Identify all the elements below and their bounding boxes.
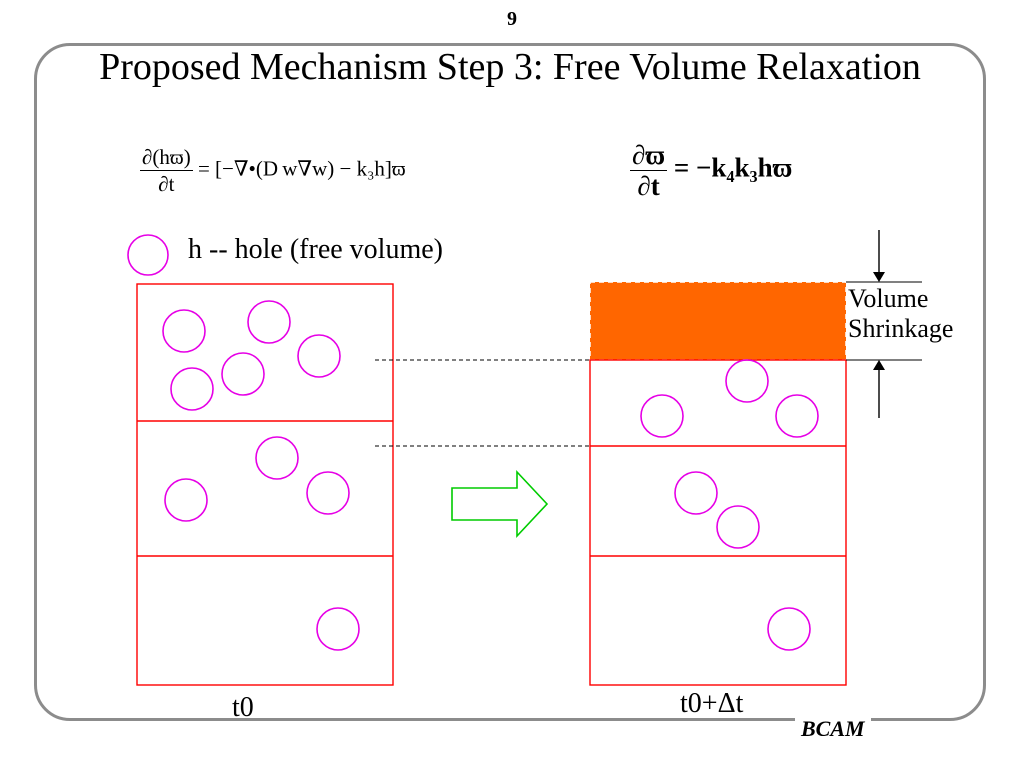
hole-circle [297,334,341,378]
volume-shrinkage-line2: Shrinkage [848,314,954,343]
equation-left-fraction: ∂(hϖ) ∂t [140,144,193,197]
slide-frame [34,43,986,721]
time-label-t0: t0 [232,692,254,723]
shrinkage-block [590,282,846,360]
hole-circle [162,309,206,353]
equation-right-fraction: ∂ϖ ∂t [630,140,668,201]
hole-circle [640,394,684,438]
arrow-up-icon [873,360,885,370]
legend-label: h -- hole (free volume) [188,234,443,265]
equation-hole-balance: ∂(hϖ) ∂t = [−∇•(D w∇w) − k₃h]ϖ [140,144,406,197]
hole-circle [247,300,291,344]
volume-shrinkage-line1: Volume [848,284,929,313]
hole-circle [221,352,265,396]
legend-hole-icon [127,234,169,276]
equation-left-rhs: = [−∇•(D w∇w) − k₃h]ϖ [197,156,406,181]
hole-circle [255,436,299,480]
hole-circle [164,478,208,522]
equation-relaxation: ∂ϖ ∂t = −k₄k₃hϖ [630,140,792,201]
volume-shrinkage-label: Volume Shrinkage [848,284,953,344]
hole-circle [170,367,214,411]
page-number: 9 [507,8,517,30]
footer-logo: BCAM [795,716,871,742]
time-label-t1: t0+Δt [680,688,744,719]
equation-left-denominator: ∂t [158,172,175,196]
hole-circle [725,359,769,403]
arrow-down-icon [873,272,885,282]
equation-right-denominator: ∂t [637,171,660,201]
hole-circle [767,607,811,651]
hole-circle [316,607,360,651]
hole-circle [775,394,819,438]
hole-circle [306,471,350,515]
equation-right-numerator: ∂ϖ [630,140,668,171]
left-column-box [136,283,394,686]
right-column-box [589,359,847,686]
equation-left-numerator: ∂(hϖ) [140,145,193,171]
equation-right-rhs: = −k₄k₃hϖ [673,152,793,183]
right-arrow-icon [451,469,549,539]
slide-title: Proposed Mechanism Step 3: Free Volume R… [99,46,921,88]
hole-circle [674,471,718,515]
hole-circle [716,505,760,549]
